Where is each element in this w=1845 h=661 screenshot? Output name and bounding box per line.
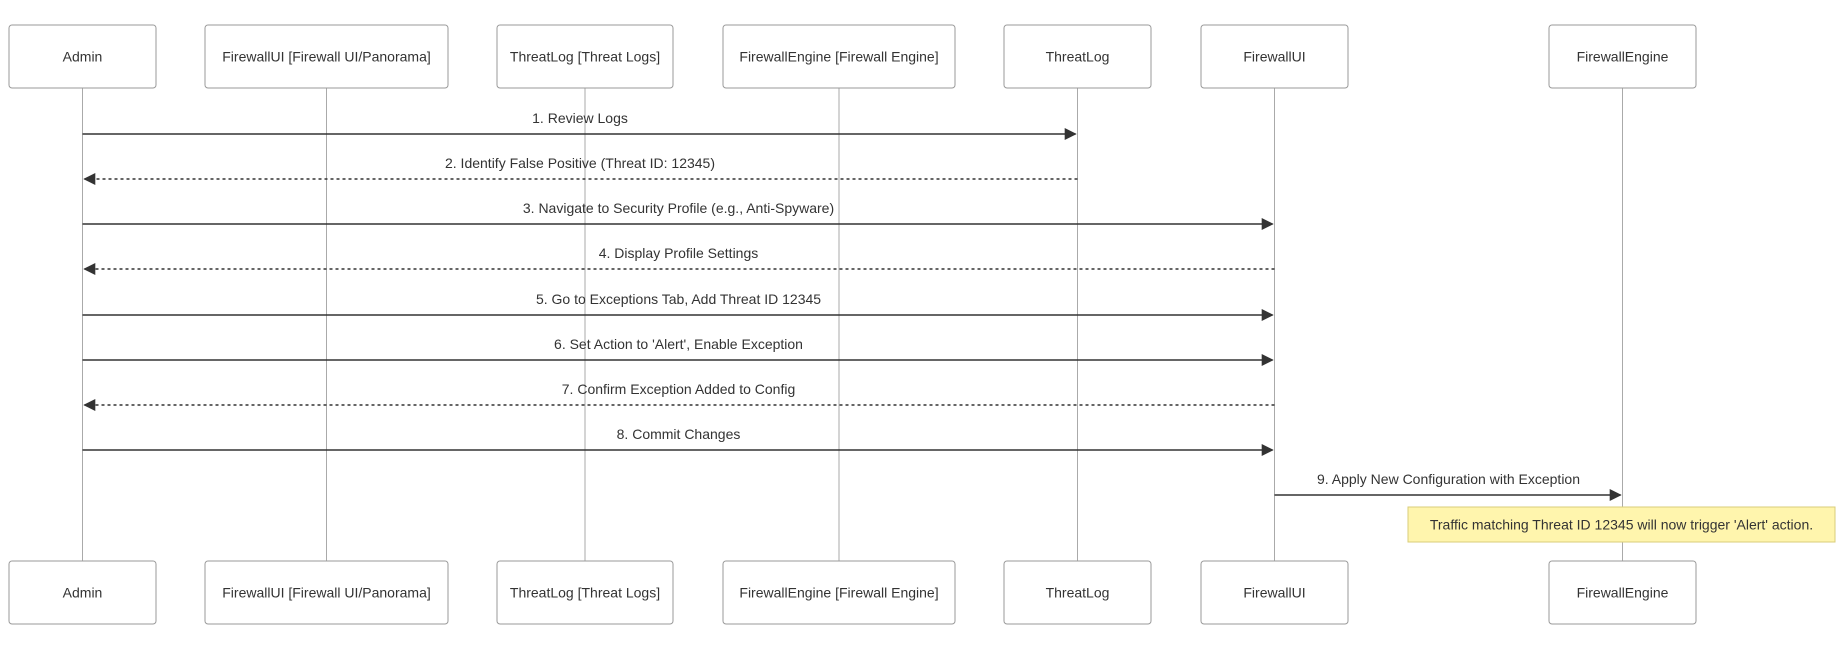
note: Traffic matching Threat ID 12345 will no… (1407, 506, 1836, 543)
actor-box (1548, 560, 1697, 625)
message-label: 1. Review Logs (532, 110, 628, 126)
message-6: 6. Set Action to 'Alert', Enable Excepti… (82, 336, 1274, 366)
actor-label: FirewallUI (1243, 585, 1305, 601)
actor-bottom-tl: ThreatLog (1003, 560, 1152, 625)
actor-top-fwui_full: FirewallUI [Firewall UI/Panorama] (204, 24, 449, 89)
actor-top-tl: ThreatLog (1003, 24, 1152, 89)
actors-bottom: Admin FirewallUI [Firewall UI/Panorama] Th… (8, 560, 1697, 625)
actor-label: FirewallEngine (1577, 49, 1669, 65)
actor-label: FirewallUI (1243, 49, 1305, 65)
message-label: 7. Confirm Exception Added to Config (562, 381, 795, 397)
actor-box (8, 24, 157, 89)
message-label: 4. Display Profile Settings (599, 245, 759, 261)
actor-box (1200, 24, 1349, 89)
actor-bottom-fwui_full: FirewallUI [Firewall UI/Panorama] (204, 560, 449, 625)
message-1: 1. Review Logs (82, 110, 1077, 140)
message-label: 8. Commit Changes (617, 426, 741, 442)
actor-box (1003, 24, 1152, 89)
message-9: 9. Apply New Configuration with Exceptio… (1274, 471, 1622, 501)
actor-label: FirewallEngine (1577, 585, 1669, 601)
actor-label: ThreatLog (1046, 585, 1110, 601)
actor-box (1200, 560, 1349, 625)
actor-top-tl_full: ThreatLog [Threat Logs] (496, 24, 674, 89)
message-label: 2. Identify False Positive (Threat ID: 1… (445, 155, 715, 171)
actor-label: FirewallEngine [Firewall Engine] (739, 49, 938, 65)
message-2: 2. Identify False Positive (Threat ID: 1… (83, 155, 1078, 185)
message-7: 7. Confirm Exception Added to Config (83, 381, 1275, 411)
note-box (1407, 506, 1836, 543)
actor-top-fwui: FirewallUI (1200, 24, 1349, 89)
actor-label: FirewallUI [Firewall UI/Panorama] (222, 585, 431, 601)
actor-bottom-admin: Admin (8, 560, 157, 625)
actor-box (496, 24, 674, 89)
actor-box (1548, 24, 1697, 89)
message-5: 5. Go to Exceptions Tab, Add Threat ID 1… (82, 291, 1274, 321)
actor-box (1003, 560, 1152, 625)
actor-label: Admin (63, 49, 103, 65)
message-label: 3. Navigate to Security Profile (e.g., A… (523, 200, 834, 216)
actor-bottom-fwui: FirewallUI (1200, 560, 1349, 625)
actor-label: ThreatLog [Threat Logs] (510, 49, 660, 65)
actor-box (496, 560, 674, 625)
message-3: 3. Navigate to Security Profile (e.g., A… (82, 200, 1274, 230)
actor-label: ThreatLog (1046, 49, 1110, 65)
message-label: 9. Apply New Configuration with Exceptio… (1317, 471, 1580, 487)
actor-bottom-fe_full: FirewallEngine [Firewall Engine] (722, 560, 956, 625)
actor-box (722, 24, 956, 89)
actor-box (204, 560, 449, 625)
actor-box (8, 560, 157, 625)
actor-bottom-tl_full: ThreatLog [Threat Logs] (496, 560, 674, 625)
message-4: 4. Display Profile Settings (83, 245, 1275, 275)
actor-box (722, 560, 956, 625)
actor-top-admin: Admin (8, 24, 157, 89)
messages: 1. Review Logs 2. Identify False Positive… (82, 110, 1622, 501)
actor-top-fe: FirewallEngine (1548, 24, 1697, 89)
actor-top-fe_full: FirewallEngine [Firewall Engine] (722, 24, 956, 89)
actor-label: FirewallUI [Firewall UI/Panorama] (222, 49, 431, 65)
note-text: Traffic matching Threat ID 12345 will no… (1430, 517, 1813, 533)
message-label: 5. Go to Exceptions Tab, Add Threat ID 1… (536, 291, 821, 307)
actor-label: Admin (63, 585, 103, 601)
message-8: 8. Commit Changes (82, 426, 1274, 456)
actor-box (204, 24, 449, 89)
lifelines (82, 88, 1623, 561)
actors-top: Admin FirewallUI [Firewall UI/Panorama] Th… (8, 24, 1697, 89)
actor-label: ThreatLog [Threat Logs] (510, 585, 660, 601)
message-label: 6. Set Action to 'Alert', Enable Excepti… (554, 336, 803, 352)
actor-label: FirewallEngine [Firewall Engine] (739, 585, 938, 601)
actor-bottom-fe: FirewallEngine (1548, 560, 1697, 625)
